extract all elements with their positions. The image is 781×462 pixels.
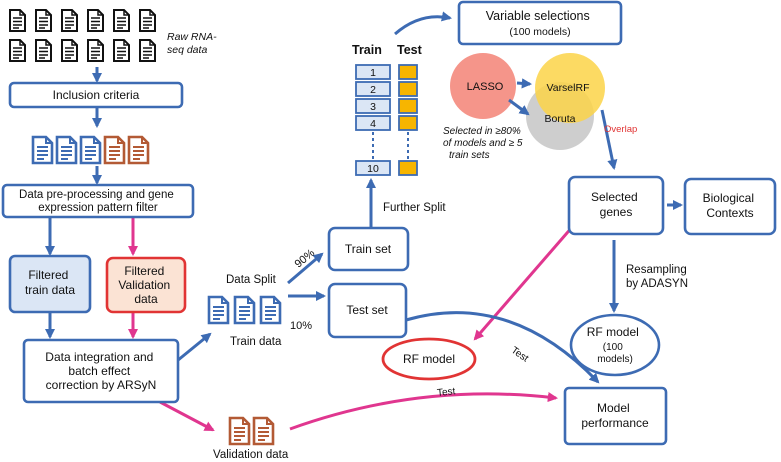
filtered-train-label: Filtered train data [25,268,75,297]
fold-label-1: 1 [370,67,376,79]
biological-contexts-box [683,177,777,236]
rf-model-100-node [569,313,661,377]
preprocess-box [1,183,195,219]
fold-train-3 [355,98,391,114]
arrow-data-split-to-train-set [287,252,324,285]
preprocess-label: Data pre-processing and gene expression … [19,189,177,214]
train-data-label: Train data [230,336,282,348]
fold-label-4: 4 [370,118,376,130]
arrow-venn-to-selected-genes [600,109,618,170]
arrow-lasso-to-boruta [508,98,530,116]
rf-model-node [381,337,477,381]
folds-test-header: Test [397,43,423,57]
biological-contexts-label: Biological Contexts [703,191,758,220]
venn-note: Selected in ≥80% of models and ≥ 5 train… [443,126,525,161]
rf-model-label: RF model [403,352,455,366]
test-set-label: Test set [346,303,388,317]
filtered-train-box [8,254,92,314]
train-data-docs [207,295,282,325]
fold-test-3 [398,98,418,114]
arrow-lasso-to-varselrf [516,78,533,89]
arrows [44,11,684,432]
selected-genes-box [567,175,665,236]
model-performance-box [563,386,668,446]
fold-train-2 [355,81,391,97]
arrow-test-set-to-performance [405,311,600,384]
venn-lasso-label: LASSO [467,81,504,93]
rf-model-100-label: RF model (100 models) [587,323,643,365]
fold-train-4 [355,115,391,131]
integration-label: Data integration and batch effect correc… [45,350,156,392]
test-label-upper: Test [509,345,531,365]
venn-overlap-label: Overlap [604,124,637,135]
validation-data-label: Validation data [213,449,289,461]
data-split-label: Data Split [226,274,277,286]
fold-test-4 [398,115,418,131]
cv-folds [355,64,418,176]
test-label-lower: Test [437,386,457,399]
pct-10-label: 10% [290,320,312,332]
inclusion-criteria-label: Inclusion criteria [53,88,140,102]
raw-data-label: Raw RNA- seq data [167,31,220,56]
test-set-box [327,282,408,339]
arrow-integration-to-validation-data [159,400,215,432]
fold-label-10: 10 [367,163,379,175]
resampling-label: Resampling by ADASYN [626,264,690,290]
inclusion-criteria-box [8,81,184,109]
train-set-label: Train set [345,242,392,256]
processed-docs [31,135,150,165]
fold-test-1 [398,64,418,80]
venn-boruta-label: Boruta [545,113,576,125]
variable-selections-label: Variable selections (100 models) [486,7,594,38]
fold-test-10 [398,160,418,176]
raw-rna-seq-docs [9,9,156,62]
fold-label-2: 2 [370,84,376,96]
train-set-box [327,226,410,272]
model-performance-label: Model performance [581,401,649,430]
validation-data-docs [228,416,275,446]
filtered-validation-box [105,256,187,314]
venn-varselrf-label: VarselRF [547,82,590,94]
fold-test-2 [398,81,418,97]
further-split-label: Further Split [383,202,446,214]
integration-box [22,338,180,404]
variable-selections-box [457,0,623,46]
arrow-validation-to-performance [289,391,559,431]
arrow-selected-genes-to-rf-model [473,217,582,341]
selected-genes-label: Selected genes [591,190,641,219]
arrow-folds-to-variable-selections [394,11,453,36]
fold-label-3: 3 [370,101,376,113]
venn-varselrf [535,53,605,123]
fold-train-10 [355,160,391,176]
venn-lasso [450,53,516,119]
fold-train-1 [355,64,391,80]
folds-train-header: Train [352,43,382,57]
filtered-validation-label: Filtered Validation data [118,264,173,306]
